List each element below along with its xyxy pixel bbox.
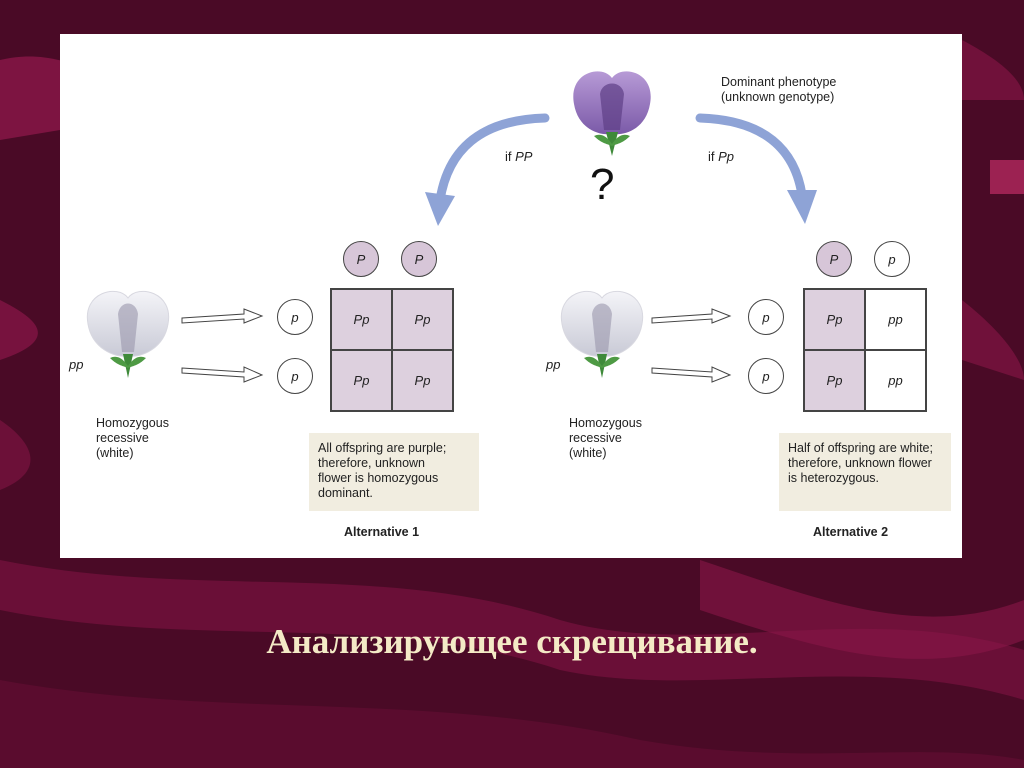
gamete-arrows-alt1 xyxy=(181,308,264,383)
gamete-arrows-alt2 xyxy=(651,308,732,383)
white-flower-icon xyxy=(86,290,170,378)
arrow-to-alternative-2 xyxy=(695,113,817,224)
punnett-cell: Pp xyxy=(392,350,453,411)
question-mark: ? xyxy=(590,160,615,209)
white-flower-icon xyxy=(560,290,644,378)
parent-label-alt1: Homozygous recessive (white) xyxy=(96,416,169,460)
punnett-cell: Pp xyxy=(392,289,453,350)
side-allele-alt1: p xyxy=(277,358,313,394)
parent-label-alt2: Homozygous recessive (white) xyxy=(569,416,642,460)
if-prefix-right: if xyxy=(708,149,719,164)
if-genotype-right: Pp xyxy=(718,149,735,164)
punnett-square-alt1: Pp Pp Pp Pp xyxy=(330,288,454,412)
punnett-square-alt2: Pp pp Pp pp xyxy=(803,288,927,412)
parent-genotype-alt2: pp xyxy=(546,357,561,372)
side-allele-alt2: p xyxy=(748,358,784,394)
punnett-cell: Pp xyxy=(804,289,865,350)
if-pp-hetero-label: if Pp xyxy=(708,149,734,164)
conclusion-note-alt1: All offspring are purple; therefore, unk… xyxy=(309,433,479,511)
arrow-to-alternative-1 xyxy=(425,113,550,226)
side-allele-alt2: p xyxy=(748,299,784,335)
top-allele-alt2: p xyxy=(874,241,910,277)
side-allele-alt1: p xyxy=(277,299,313,335)
punnett-cell: Pp xyxy=(331,289,392,350)
if-pp-label: if PP xyxy=(505,149,532,164)
punnett-cell: Pp xyxy=(331,350,392,411)
punnett-cell: Pp xyxy=(804,350,865,411)
if-genotype-left: PP xyxy=(515,149,533,164)
top-allele-alt1: P xyxy=(401,241,437,277)
if-prefix-left: if xyxy=(505,149,516,164)
parent-genotype-alt1: pp xyxy=(69,357,84,372)
dominant-phenotype-label: Dominant phenotype (unknown genotype) xyxy=(721,75,837,104)
conclusion-note-alt2: Half of offspring are white; therefore, … xyxy=(779,433,951,511)
alternative-1-title: Alternative 1 xyxy=(344,525,420,539)
alternative-2-title: Alternative 2 xyxy=(813,525,889,539)
purple-flower-icon xyxy=(573,71,651,156)
punnett-cell: pp xyxy=(865,289,926,350)
punnett-cell: pp xyxy=(865,350,926,411)
top-allele-alt1: P xyxy=(343,241,379,277)
top-allele-alt2: P xyxy=(816,241,852,277)
slide-caption: Анализирующее скрещивание. xyxy=(266,622,758,661)
